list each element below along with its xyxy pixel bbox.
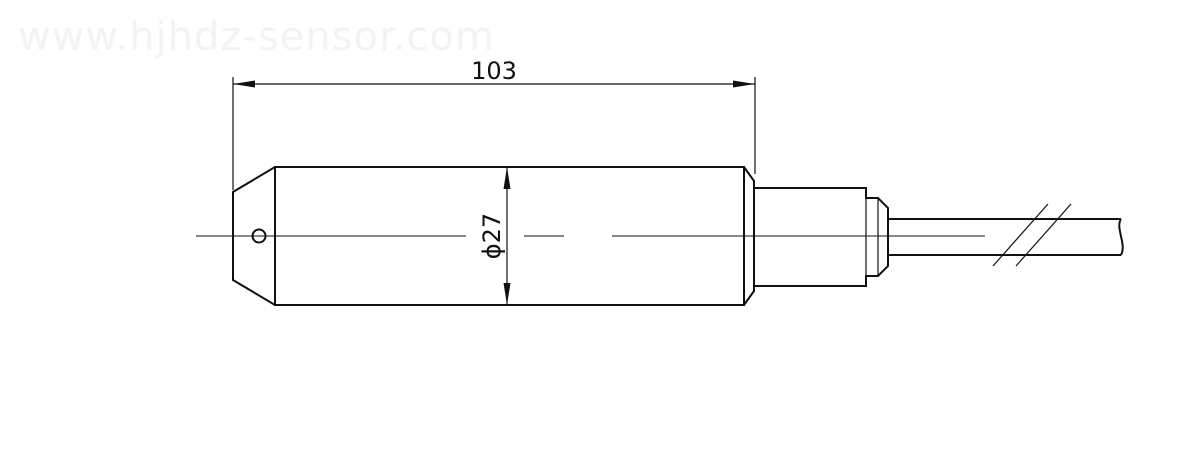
- break-mark-left: [992, 203, 1049, 267]
- arrow-left-icon: [233, 80, 255, 88]
- arrow-up-icon: [503, 167, 511, 189]
- cable-gland: [754, 187, 889, 287]
- diameter-label: ϕ27: [478, 213, 506, 259]
- cable-cut-end: [1118, 218, 1124, 256]
- diameter-dimension: ϕ27: [478, 167, 511, 305]
- cable: [888, 203, 1124, 267]
- arrow-right-icon: [733, 80, 755, 88]
- break-mark-right: [1015, 203, 1072, 267]
- gland-outline: [754, 187, 889, 287]
- arrow-down-icon: [503, 283, 511, 305]
- length-label: 103: [471, 57, 517, 85]
- watermark-text: www.hjhdz-sensor.com: [18, 14, 495, 60]
- length-dimension: 103: [232, 57, 756, 190]
